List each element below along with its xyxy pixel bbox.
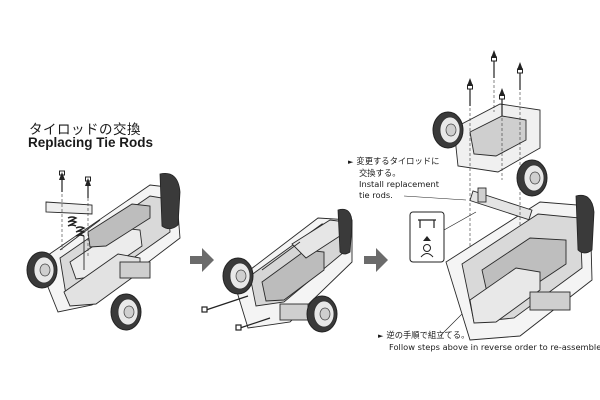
chassis-step1 [37,184,181,313]
wheel-front-right [110,293,142,331]
note-install-jp-1: 変更するタイロッドに [356,156,440,166]
note-install-en-2: tie rods. [359,190,393,200]
guide-lines-step3 [469,80,521,248]
note-reassemble-jp: 逆の手順で組立てる。 [386,330,470,340]
part-orientation-icon [409,211,477,263]
up-arrows-step1 [59,172,91,186]
wheel-rear-step1 [159,173,181,230]
bullet-icon: ► [348,158,354,166]
wheel-step3-right [516,159,548,197]
note-reassemble-en: Follow steps above in reverse order to r… [389,342,600,352]
title-japanese: タイロッドの交換 [29,122,141,138]
title-english: Replacing Tie Rods [28,135,154,150]
springs [67,216,86,237]
step-arrow-icon [190,248,214,272]
chassis-step3 [445,201,593,341]
chassis-step2 [233,217,353,329]
note-install-jp-2: 交換する。 [359,168,401,178]
knuckle-assembly [453,103,541,221]
guide-lines-step1 [61,194,89,256]
screws-step2 [201,295,271,331]
wheel-step3-left [432,111,464,149]
bullet-icon: ► [378,332,384,340]
wheel-step2-right [306,295,338,333]
wheel-step2-left [222,257,254,295]
note-install-en-1: Install replacement [359,179,439,189]
note-reassemble: ►逆の手順で組立てる。 Follow steps above in revers… [378,330,600,353]
note-install-tie-rods: ►変更するタイロッドに 交換する。 Install replacement ti… [348,156,439,201]
step-arrow-icon [364,248,388,272]
wheel-front-left [26,251,58,289]
